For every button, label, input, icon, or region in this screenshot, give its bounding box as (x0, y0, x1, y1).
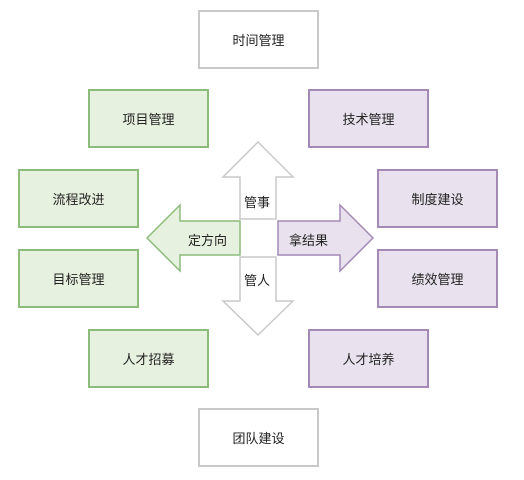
box-process-improvement: 流程改进 (18, 169, 139, 228)
right-arrow (277, 203, 375, 273)
box-project-management: 项目管理 (88, 89, 209, 148)
arrow-label-down: 管人 (244, 274, 271, 289)
box-talent-recruitment: 人才招募 (88, 329, 209, 388)
box-goal-management: 目标管理 (18, 249, 139, 308)
left-arrow (145, 203, 241, 273)
box-talent-cultivation: 人才培养 (308, 329, 429, 388)
up-arrow (221, 140, 295, 220)
box-time-management: 时间管理 (198, 10, 319, 69)
arrow-label-up: 管事 (244, 196, 271, 211)
arrow-label-left: 定方向 (188, 234, 228, 249)
down-arrow (221, 256, 295, 337)
box-team-building: 团队建设 (198, 408, 319, 467)
arrow-label-right: 拿结果 (289, 234, 329, 249)
box-performance-management: 绩效管理 (377, 249, 498, 308)
box-system-building: 制度建设 (377, 169, 498, 228)
box-tech-management: 技术管理 (308, 89, 429, 148)
